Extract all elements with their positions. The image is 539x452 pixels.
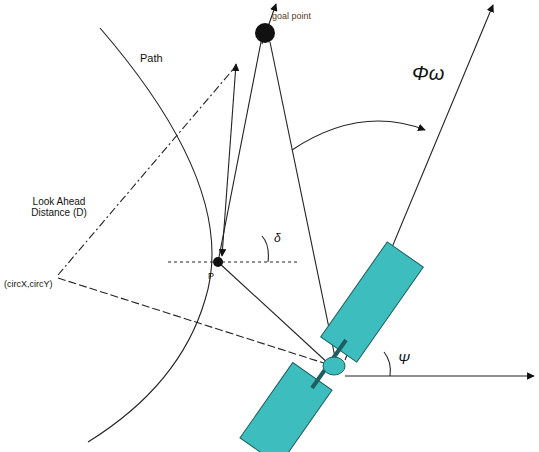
point-p [213, 257, 223, 267]
center-label: (circX,circY) [4, 280, 53, 290]
angle-label: Ψ [398, 352, 410, 367]
p-robot-line [218, 262, 330, 365]
goal-point [255, 23, 275, 43]
angle-label: δ [274, 232, 281, 245]
look-ahead-label: Look Ahead Distance (D) [22, 196, 96, 218]
delta-arc [262, 236, 268, 262]
x-axis [345, 375, 534, 376]
phi-arc [292, 121, 425, 150]
robot [240, 242, 423, 452]
axle [312, 340, 346, 388]
point-label: P [208, 272, 214, 282]
psi-arc [384, 352, 390, 376]
radius-line [58, 278, 330, 365]
p-goal-line [218, 42, 261, 262]
p-horizontal [168, 261, 298, 262]
goal-label: goal point [272, 12, 311, 22]
radius-line [58, 66, 236, 275]
look-ahead-arrow [222, 64, 236, 256]
wheel [321, 242, 424, 362]
path-curve [88, 28, 212, 442]
angle-label: Φω [412, 62, 444, 84]
robot-goal-line [270, 42, 336, 362]
path-label: Path [140, 52, 163, 64]
robot-body [323, 357, 345, 375]
